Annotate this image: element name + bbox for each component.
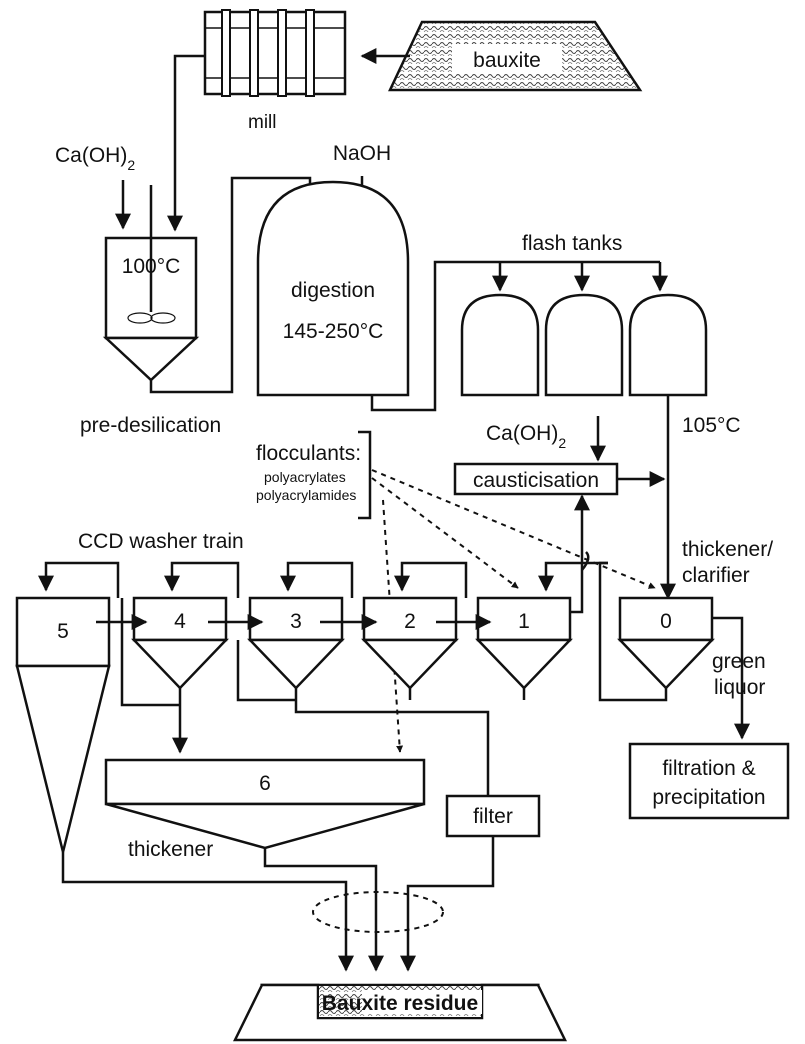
washer-2 (361, 596, 459, 690)
caoh2-mid-label: Ca(OH)2 (486, 422, 566, 451)
thickener-6 (104, 758, 426, 850)
mill-label: mill (248, 112, 277, 133)
flash-tanks-label: flash tanks (522, 232, 622, 255)
filtration-box (628, 742, 790, 820)
bauxite-residue-label: Bauxite residue (322, 992, 478, 1015)
thickener-clarifier-label-1: thickener/ (682, 538, 773, 561)
loop-to-1 (538, 561, 608, 592)
washer-4 (131, 596, 229, 690)
washer-2-label: 2 (404, 610, 416, 633)
flash-tank-3 (628, 293, 708, 397)
washer1-to-causticisation (570, 494, 590, 614)
washer-5 (15, 596, 111, 853)
filtration-label-1: filtration & (662, 757, 755, 780)
green-liquor-label-2: liquor (714, 676, 765, 699)
causticisation-label: causticisation (473, 469, 599, 492)
filter-label: filter (473, 805, 513, 828)
predesil-temp-label: 100°C (122, 255, 181, 278)
flocculant-feed-washer1 (371, 477, 519, 589)
washer-1 (475, 596, 573, 690)
bauxite-pile: bauxite (388, 20, 643, 92)
predesilication-label: pre-desilication (80, 414, 221, 437)
loop-to-3 (280, 561, 354, 598)
washer-3-label: 3 (290, 610, 302, 633)
flash-tank-1 (460, 293, 540, 397)
thickener-0 (617, 596, 715, 690)
digestion-to-flash-line (370, 260, 660, 412)
ccd-train-label: CCD washer train (78, 530, 244, 553)
flash-temp-label: 105°C (682, 414, 741, 437)
bauxite-label: bauxite (473, 49, 541, 72)
thickener-clarifier-label-2: clarifier (682, 564, 750, 587)
thickener-label: thickener (128, 838, 213, 861)
causticisation-box (453, 462, 619, 496)
green-liquor-arrow (712, 616, 750, 740)
predesilication-tank (102, 185, 200, 382)
digestion-temp-label: 145-250°C (283, 320, 384, 343)
flash-tank-2 (544, 293, 624, 397)
thickener6-to-residue (263, 848, 384, 972)
filter-to-residue (400, 836, 495, 972)
washer4-side-line (120, 598, 180, 707)
flocculants-label: flocculants: (256, 442, 361, 465)
polyacrylates-label: polyacrylates (264, 469, 346, 485)
thickener-0-label: 0 (660, 610, 672, 633)
green-liquor-label-1: green (712, 650, 766, 673)
loop-to-2 (394, 561, 468, 598)
flocculant-feed-thickener6 (382, 499, 404, 753)
flocculants-bracket (358, 430, 372, 520)
mill (203, 9, 347, 97)
loop-to-5 (38, 561, 120, 598)
loop-to-4 (164, 561, 240, 598)
dashed-collection-ellipse (312, 891, 444, 933)
washer-3 (247, 596, 345, 690)
hop-over (581, 551, 590, 571)
digestion-label: digestion (291, 279, 375, 302)
thickener-6-label: 6 (259, 772, 271, 795)
flocculant-feed-thickener0 (371, 469, 656, 589)
washer5-to-residue (61, 852, 354, 972)
digestion-vessel (256, 180, 410, 397)
polyacrylamides-label: polyacrylamides (256, 487, 356, 503)
washer3-side-line (236, 640, 296, 702)
washer-1-label: 1 (518, 610, 530, 633)
washer-4-label: 4 (174, 610, 186, 633)
washer-5-label: 5 (57, 620, 69, 643)
caoh2-top-label: Ca(OH)2 (55, 144, 135, 173)
naoh-label: NaOH (333, 142, 391, 165)
bauxite-residue-pit (232, 983, 568, 1042)
thickener0-underflow (598, 561, 668, 702)
mill-to-predesil-line (167, 54, 205, 232)
filtration-label-2: precipitation (652, 786, 765, 809)
